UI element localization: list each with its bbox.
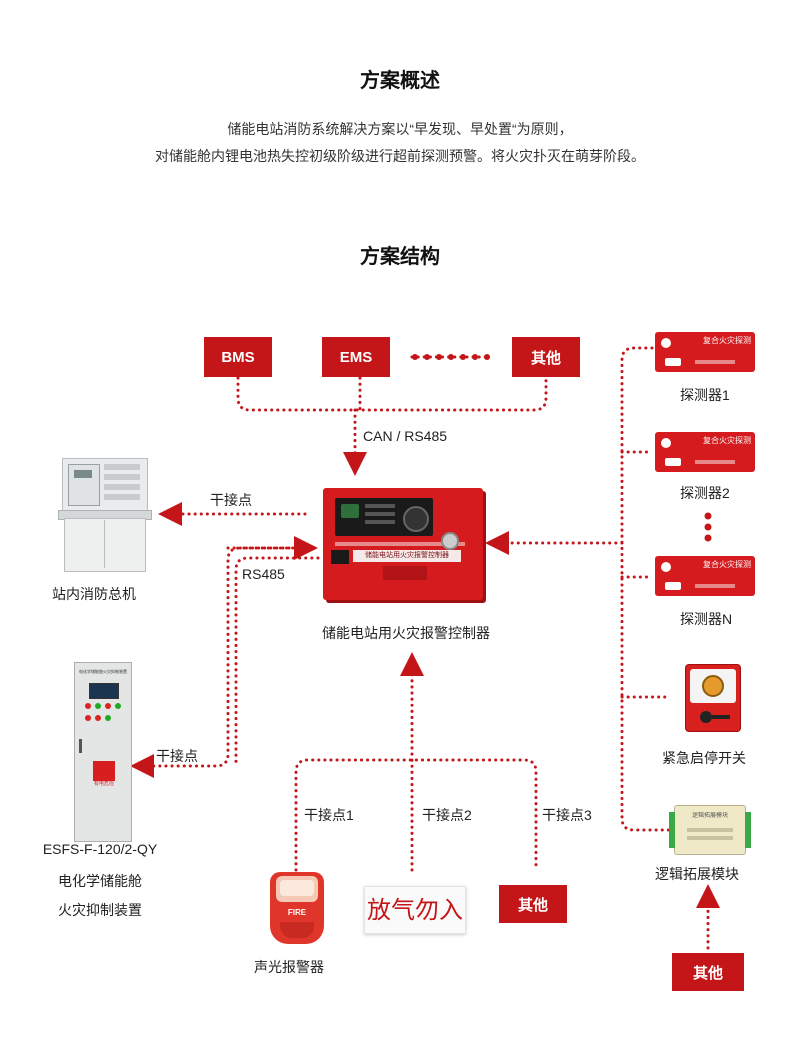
esfs-cabinet: 电化学储能舱火灾抑制装置 有电危险 [74, 662, 132, 842]
dry-contact-3-label: 干接点3 [542, 807, 592, 823]
structure-title: 方案结构 [360, 246, 440, 268]
detector-2-device: 复合火灾探测器 [655, 432, 755, 472]
controller-panel-text: 储能电站用火灾报警控制器 [353, 550, 461, 562]
esfs-warning-text: 有电危险 [93, 781, 114, 787]
detector-1-label: 探测器1 [680, 387, 730, 403]
esfs-line-1: ESFS-F-120/2-QY [42, 841, 158, 857]
detector-n-label: 探测器N [680, 611, 733, 627]
fire-host-label: 站内消防总机 [52, 586, 136, 602]
top-other-box: 其他 [512, 337, 580, 377]
emergency-switch-device [685, 664, 741, 732]
detector-n-panel-text: 复合火灾探测器 [703, 560, 751, 569]
rs485-label: RS485 [242, 566, 285, 582]
bus-label: CAN / RS485 [363, 428, 448, 444]
logic-module-label: 逻辑拓展模块 [655, 866, 739, 882]
logic-module-text: 逻辑拓展模块 [691, 813, 728, 819]
detector-1-device: 复合火灾探测器 [655, 332, 755, 372]
detector-2-panel-text: 复合火灾探测器 [703, 436, 751, 445]
fire-host-cabinet [58, 458, 152, 574]
bottom-other-box: 其他 [499, 885, 567, 923]
detector-2-label: 探测器2 [680, 485, 730, 501]
esfs-line-3: 火灾抑制装置 [58, 902, 142, 918]
detector-1-panel-text: 复合火灾探测器 [703, 336, 751, 345]
overview-line-2: 对储能舱内锂电池热失控初级阶级进行超前探测预警。将火灾扑灭在萌芽阶段。 [155, 148, 645, 164]
logic-module-device: 逻辑拓展模块 [669, 805, 751, 855]
esfs-dry-contact-label: 干接点 [156, 748, 198, 764]
ems-box: EMS [322, 337, 390, 377]
alarm-label: 声光报警器 [254, 959, 324, 975]
alarm-fire-text: FIRE [287, 908, 307, 917]
dry-contact-2-label: 干接点2 [422, 807, 472, 823]
sound-light-alarm: FIRE [270, 872, 324, 944]
controller-label: 储能电站用火灾报警控制器 [322, 625, 490, 641]
right-other-box: 其他 [672, 953, 744, 991]
overview-title: 方案概述 [360, 70, 440, 92]
overview-line-1: 储能电站消防系统解决方案以“早发现、早处置“为原则， [227, 121, 573, 137]
detector-n-device: 复合火灾探测器 [655, 556, 755, 596]
no-entry-sign: 放气勿入 [364, 886, 466, 934]
esfs-line-2: 电化学储能舱 [58, 873, 142, 889]
emergency-switch-label: 紧急启停开关 [662, 750, 746, 766]
dry-contact-1-label: 干接点1 [304, 807, 354, 823]
electric-warning-icon [93, 761, 115, 781]
bms-box: BMS [204, 337, 272, 377]
esfs-cabinet-text: 电化学储能舱火灾抑制装置 [79, 669, 127, 674]
host-dry-contact-label: 干接点 [210, 492, 252, 508]
fire-alarm-controller: 储能电站用火灾报警控制器 [323, 488, 483, 600]
